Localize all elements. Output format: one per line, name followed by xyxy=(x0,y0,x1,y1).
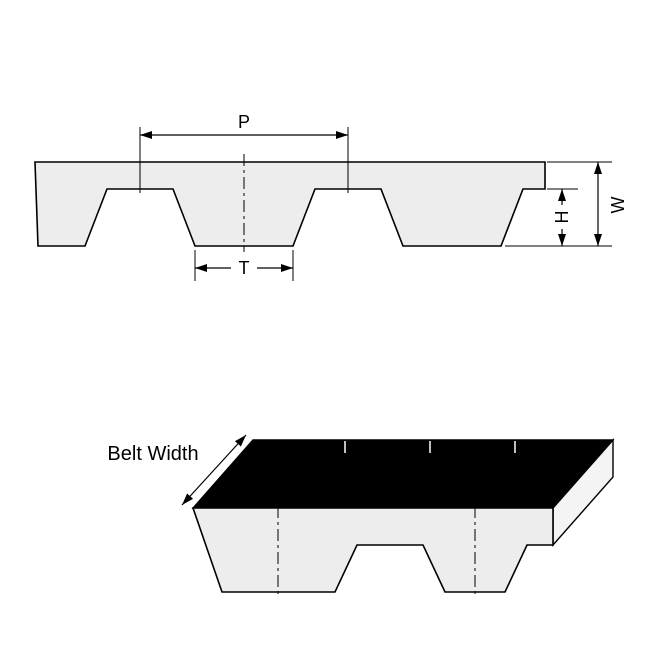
tooth-width-dimension: T xyxy=(194,250,294,281)
height-label-mask xyxy=(552,205,572,229)
tooth-width-label: T xyxy=(239,258,250,278)
belt-profile-shape xyxy=(34,161,546,247)
isometric-view: Belt Width xyxy=(107,434,615,594)
belt-top-face xyxy=(191,439,615,509)
belt-thickness-dimension: W xyxy=(547,161,628,246)
tooth-height-label: H xyxy=(552,211,572,224)
cross-section-view: P T H xyxy=(34,112,628,281)
belt-thickness-label: W xyxy=(608,197,628,214)
pitch-dimension: P xyxy=(139,112,349,193)
pitch-label: P xyxy=(238,112,250,132)
tooth-height-dimension: H xyxy=(505,188,612,247)
belt-front-face xyxy=(191,507,554,593)
belt-width-dimension: Belt Width xyxy=(107,434,247,506)
belt-width-label: Belt Width xyxy=(107,443,198,465)
tooth-label-mask xyxy=(231,257,257,278)
belt-width-dimension-arrow xyxy=(181,434,247,506)
